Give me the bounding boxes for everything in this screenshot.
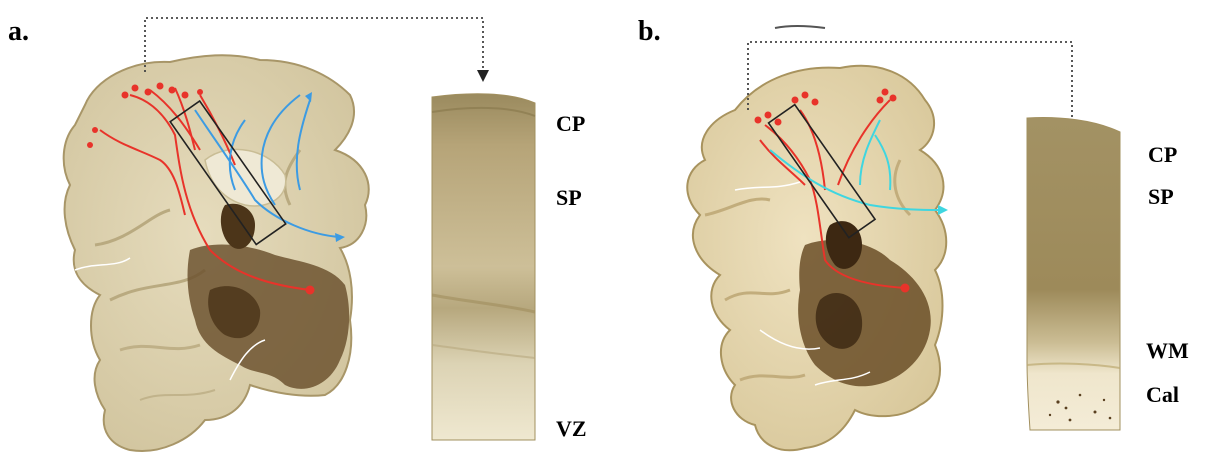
panel-a-layer-label-cp: CP [556,113,585,135]
panel-b-cortical-strip [1027,118,1120,430]
panel-a-layer-label-sp: SP [556,187,582,209]
panel-a-label: a. [8,18,29,46]
panel-a-cortical-strip [432,94,535,440]
panel-a-section [64,18,535,451]
panel-a-layer-label-vz: VZ [556,418,587,440]
panel-b-layer-label-sp: SP [1148,186,1174,208]
panel-b-layer-label-cp: CP [1148,144,1177,166]
panel-b-layer-label-wm: WM [1146,340,1189,362]
panel-b-label: b. [638,18,661,46]
panel-b-section [687,26,1120,450]
panel-b-layer-label-cal: Cal [1146,384,1179,406]
